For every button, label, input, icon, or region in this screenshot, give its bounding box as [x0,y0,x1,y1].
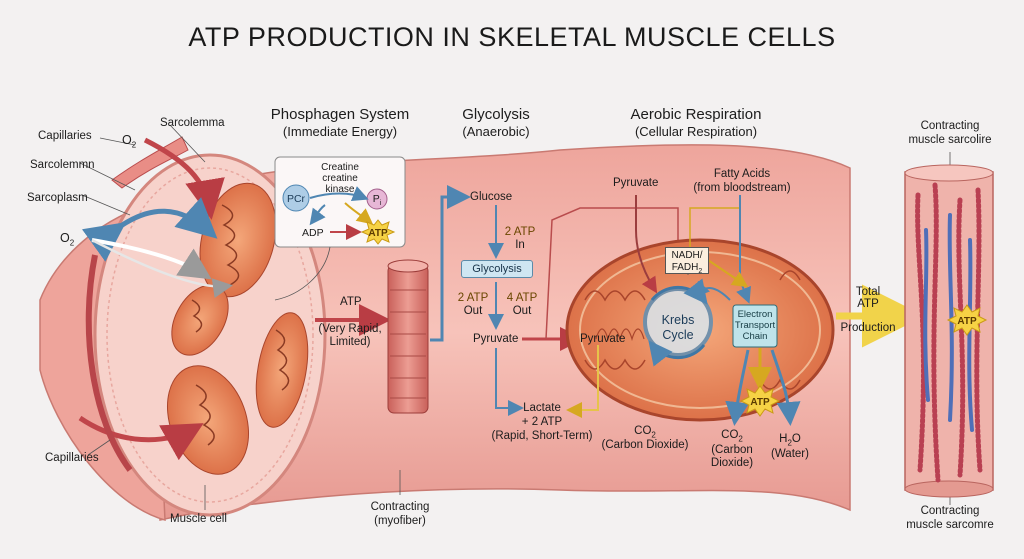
label-capillaries-top: Capillaries [38,130,92,142]
phosphagen-out-atp: ATP [340,296,362,308]
label-o2-top: O2 [122,133,137,150]
pyruvate-glycolysis: Pyruvate [473,333,519,345]
lactate-1: Lactate [523,402,561,414]
total-atp-2: ATP [857,298,879,310]
o2-gray-arrow [91,238,233,299]
atp-label-sarcomere: ATP [957,316,977,327]
enzyme-label-3: kinase [325,184,355,195]
nadh-fadh-box: NADH/ FADH2 [665,247,709,275]
right-bottom-1: Contracting [920,505,980,517]
atp-out-a-2: Out [463,305,483,317]
etc-label-3: Chain [742,331,768,342]
co2-label-2: (Carbon [711,444,753,456]
label-capillaries-bottom: Capillaries [45,452,99,464]
fatty-acids-1: Fatty Acids [713,168,771,180]
atp-out-b-1: 4 ATP [506,292,538,304]
capillary-tube [111,136,189,189]
atp-label-mito: ATP [750,397,770,408]
total-atp-3: Production [840,322,896,334]
phosphagen-out-desc-1: (Very Rapid, [318,323,382,335]
fadh-label: FADH2 [671,262,703,275]
enzyme-label-1: Creatine [321,162,359,173]
total-atp-1: Total [855,286,881,298]
nadh-label: NADH/ [671,250,703,261]
pcr-label: PCr [286,193,306,205]
pcr-circle [282,184,310,212]
krebs-label-2: Cycle [662,328,694,342]
atp-star-sarcomere [946,304,988,336]
glycolysis-header: Glycolysis [462,106,530,123]
atp-star-mito [739,385,781,417]
co2-label-3: Dioxide) [710,457,754,469]
lactate-2: + 2 ATP [521,416,563,428]
krebs-cycle-ring [643,287,713,357]
label-muscle-cell: Muscle cell [170,513,227,525]
etc-box [732,304,778,348]
atp-out-b-2: Out [512,305,532,317]
label-o2-left: O2 [60,231,75,248]
lactate-3: (Rapid, Short-Term) [491,430,593,442]
pyruvate-top: Pyruvate [613,177,659,189]
rod-to-glucose-arrow [430,185,471,342]
pi-label: Pi [372,193,382,208]
co2-label-1: CO2 [721,429,743,444]
aerobic-subheader: (Cellular Respiration) [634,124,758,139]
bottom-center-1: Contracting [370,501,430,513]
right-top-1: Contracting [920,120,980,132]
h2o-label-2: (Water) [771,448,809,460]
aerobic-header: Aerobic Respiration [630,106,762,123]
glycolysis-subheader: (Anaerobic) [462,124,530,139]
atp-label-phosphagen: ATP [368,228,388,239]
phosphagen-out-desc-2: Limited) [329,336,371,348]
co2-small-2: (Carbon Dioxide) [601,439,689,451]
enzyme-label-2: creatine [322,173,358,184]
sarcomere-cylinder [904,164,994,498]
page-title: ATP PRODUCTION IN SKELETAL MUSCLE CELLS [188,22,836,52]
label-sarcolemma: Sarcolemma [160,117,225,129]
adp-label: ADP [302,227,324,239]
etc-label-1: Electron [737,309,773,320]
label-sarcolemmn: Sarcolemmn [30,159,95,171]
blue-double-arrow [81,197,218,262]
phosphagen-header: Phosphagen System [270,106,410,123]
atp-in-2: In [515,239,525,251]
leader-lines [79,124,951,510]
o2-white-arrow [91,238,212,280]
etc-label-2: Transport [734,320,776,331]
right-bottom-2: muscle sarcomre [906,519,994,531]
bottom-center-2: (myofiber) [374,515,426,527]
atp-out-a-1: 2 ATP [457,292,489,304]
krebs-label-1: Krebs [661,313,695,327]
fatty-acids-2: (from bloodstream) [693,182,791,194]
phosphagen-subheader: (Immediate Energy) [282,124,398,139]
glucose-label: Glucose [470,191,513,203]
label-sarcoplasm: Sarcoplasm [27,192,88,204]
atp-in-1: 2 ATP [504,226,536,238]
capillary-red-arrow-bottom [78,415,204,461]
glycolysis-box: Glycolysis [461,260,533,278]
pyruvate-mito: Pyruvate [580,333,626,345]
atp-star-phosphagen [360,219,396,245]
myofibril-rod [387,259,429,414]
right-top-2: muscle sarcolire [908,134,992,146]
h2o-label-1: H2O [779,433,801,448]
co2-small-1: CO2 [634,425,656,440]
